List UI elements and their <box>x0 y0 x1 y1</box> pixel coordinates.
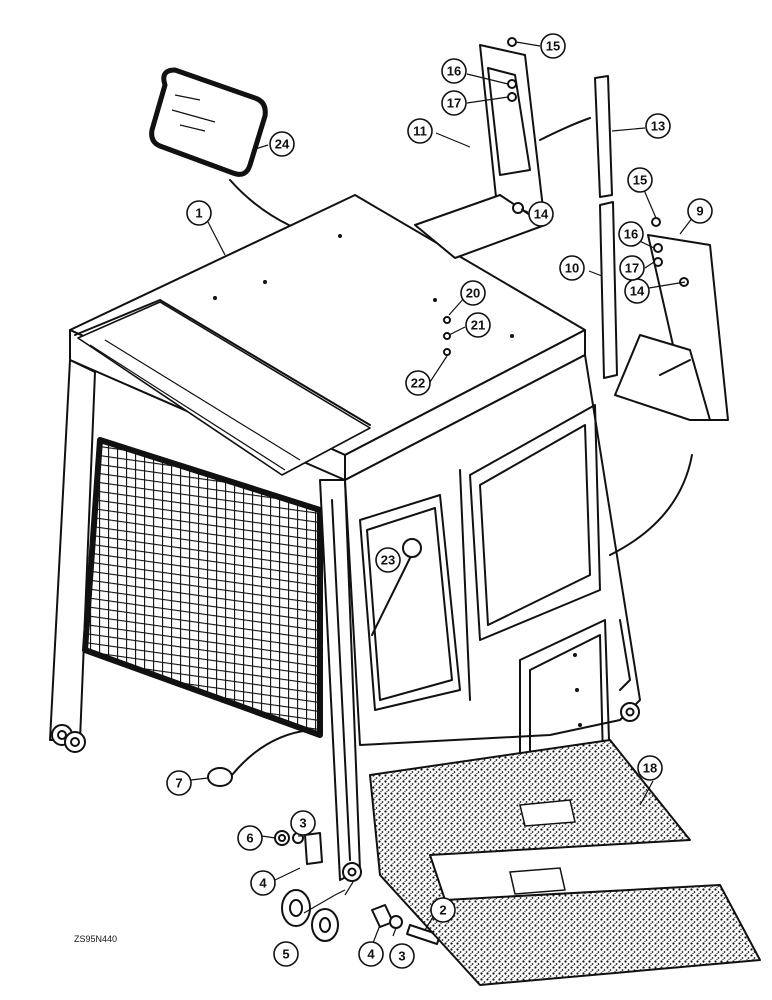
callout-18: 18 <box>637 755 663 781</box>
callout-3b: 3 <box>389 943 415 969</box>
callout-11: 11 <box>407 118 433 144</box>
cab-roof <box>69 194 586 481</box>
svg-text:3: 3 <box>398 949 405 964</box>
svg-text:15: 15 <box>633 173 647 188</box>
callouts: 1 2 3 3 4 4 5 6 7 9 10 11 13 14 14 15 15… <box>166 33 713 969</box>
callout-13: 13 <box>645 113 671 139</box>
callout-1: 1 <box>186 200 212 226</box>
svg-text:3: 3 <box>299 816 306 831</box>
hardware <box>207 37 689 945</box>
svg-text:16: 16 <box>624 227 638 242</box>
figure-code: ZS95N440 <box>74 934 117 944</box>
front-grille <box>82 437 323 738</box>
side-arrow <box>609 454 693 556</box>
callout-20: 20 <box>460 280 486 306</box>
svg-text:13: 13 <box>651 119 665 134</box>
callout-5: 5 <box>273 941 299 967</box>
callout-6: 6 <box>237 825 263 851</box>
callout-16b: 16 <box>618 221 644 247</box>
svg-text:9: 9 <box>696 204 703 219</box>
svg-text:16: 16 <box>447 64 461 79</box>
svg-text:20: 20 <box>466 286 480 301</box>
svg-text:14: 14 <box>630 284 645 299</box>
svg-text:24: 24 <box>275 137 290 152</box>
rear-panel-11 <box>414 44 546 259</box>
panel-arrow <box>539 117 591 141</box>
svg-text:4: 4 <box>367 947 375 962</box>
callout-7: 7 <box>166 770 192 796</box>
callout-21: 21 <box>465 312 491 338</box>
svg-text:2: 2 <box>439 903 446 918</box>
front-posts <box>49 359 96 753</box>
svg-text:5: 5 <box>282 947 289 962</box>
callout-24: 24 <box>269 131 295 157</box>
window-glass-24 <box>149 67 268 177</box>
floor-mat-18 <box>369 739 761 986</box>
callout-22: 22 <box>405 370 431 396</box>
svg-text:10: 10 <box>565 261 579 276</box>
callout-4b: 4 <box>358 941 384 967</box>
strip-13 <box>594 75 613 198</box>
svg-text:15: 15 <box>546 39 560 54</box>
svg-text:14: 14 <box>534 207 549 222</box>
svg-text:17: 17 <box>447 96 461 111</box>
strip-10 <box>599 201 618 379</box>
side-panel-9 <box>614 234 729 421</box>
callout-15a: 15 <box>540 33 566 59</box>
callout-17a: 17 <box>441 90 467 116</box>
svg-text:22: 22 <box>411 376 425 391</box>
callout-15b: 15 <box>627 167 653 193</box>
svg-text:17: 17 <box>625 261 639 276</box>
svg-text:21: 21 <box>471 318 485 333</box>
svg-text:18: 18 <box>643 761 657 776</box>
callout-10: 10 <box>559 255 585 281</box>
right-front-post <box>319 479 362 882</box>
callout-3a: 3 <box>290 810 316 836</box>
callout-16a: 16 <box>441 58 467 84</box>
svg-text:4: 4 <box>259 876 267 891</box>
callout-9: 9 <box>687 198 713 224</box>
callout-2: 2 <box>430 897 456 923</box>
callout-4a: 4 <box>250 870 276 896</box>
svg-text:23: 23 <box>381 553 395 568</box>
callout-14b: 14 <box>624 278 650 304</box>
cab-side-panel <box>344 354 641 791</box>
callout-23: 23 <box>375 547 401 573</box>
svg-text:6: 6 <box>246 831 253 846</box>
svg-text:11: 11 <box>413 124 427 139</box>
callout-17b: 17 <box>619 255 645 281</box>
svg-text:1: 1 <box>195 206 202 221</box>
svg-text:7: 7 <box>175 776 182 791</box>
callout-14a: 14 <box>528 201 554 227</box>
